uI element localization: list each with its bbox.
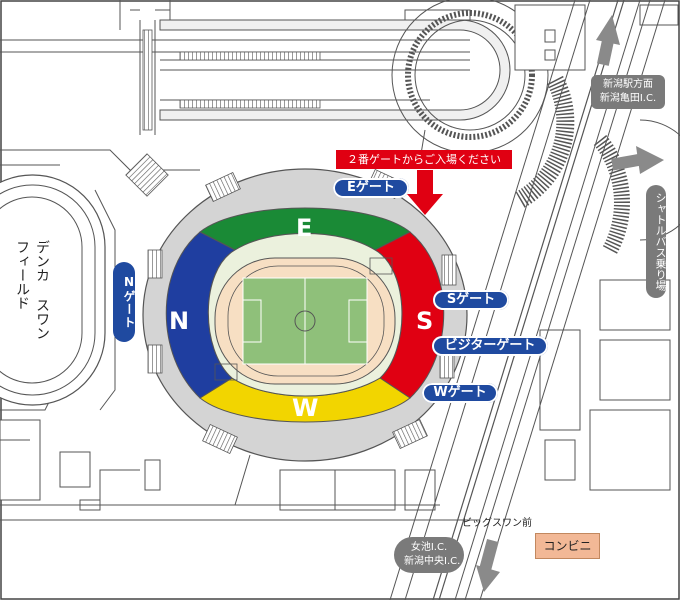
niigata-station-text: 新潟駅方面 xyxy=(603,79,653,90)
buildings xyxy=(0,4,679,511)
arrow-north-icon xyxy=(596,15,620,66)
niigata-kameda-text: 新潟亀田I.C. xyxy=(599,93,657,104)
bridge-hatch xyxy=(125,29,321,197)
entry-notice: ２番ゲートからご入場ください xyxy=(336,150,512,169)
niigata-chuo-ic-text: 新潟中央I.C. xyxy=(404,556,461,567)
entry-arrow xyxy=(407,170,443,215)
menoike-direction[interactable]: 女池I.C. 新潟中央I.C. xyxy=(394,537,464,573)
niigata-station-direction[interactable]: 新潟駅方面 新潟亀田I.C. xyxy=(591,75,665,109)
menoike-ic-text: 女池I.C. xyxy=(410,542,448,553)
w-gate-label[interactable]: Wゲート xyxy=(422,383,498,403)
denka-swan-field-label: デンカ スワンフィールド xyxy=(14,240,50,340)
denka-swan-field-track xyxy=(0,174,116,411)
big-swan-mae-label: ビッグスワン前 xyxy=(462,518,532,529)
plaza-ramp xyxy=(159,0,680,254)
section-n-label: N xyxy=(169,307,190,335)
e-gate-label[interactable]: Eゲート xyxy=(333,178,409,198)
arrow-east-icon xyxy=(611,146,664,174)
s-gate-label[interactable]: Sゲート xyxy=(433,290,509,310)
shuttle-bus-stop-label[interactable]: シャトルバス乗り場 xyxy=(646,185,667,298)
n-gate-label[interactable]: Nゲート xyxy=(113,262,136,342)
stadium xyxy=(142,168,468,462)
section-w-label: W xyxy=(292,394,319,422)
direction-arrows xyxy=(476,15,664,592)
arrow-south-icon xyxy=(476,538,500,592)
visitor-gate-label[interactable]: ビジターゲート xyxy=(432,336,548,356)
konbini-label[interactable]: コンビニ xyxy=(535,533,600,559)
section-s-label: S xyxy=(416,307,434,335)
section-e-label: E xyxy=(296,214,313,242)
